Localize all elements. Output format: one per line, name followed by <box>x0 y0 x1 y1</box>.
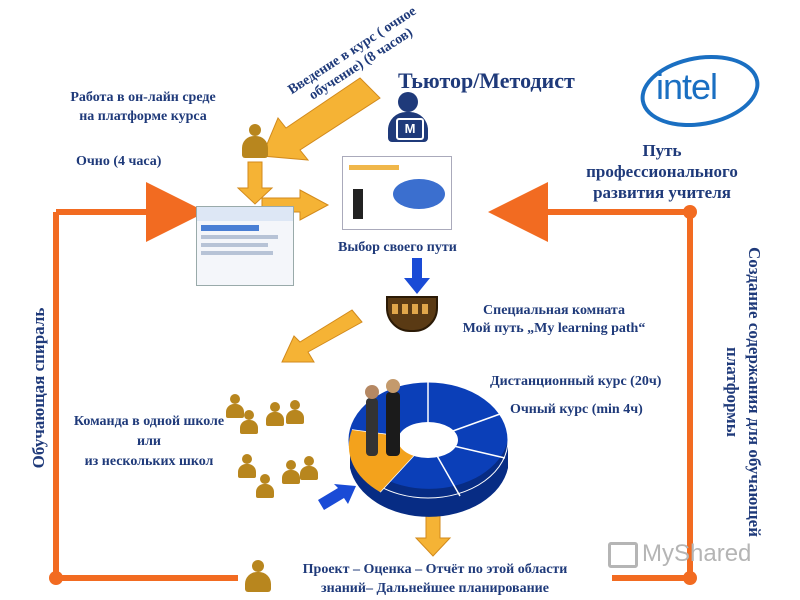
path-line3: развития учителя <box>593 183 731 202</box>
path-line2: профессионального <box>586 162 738 181</box>
choice-slide-image <box>342 156 452 230</box>
learning-spiral-label: Обучающая спираль <box>29 307 48 469</box>
inperson-course-label: Очный курс (min 4ч) <box>510 402 643 417</box>
special-room-line2: Мой путь „My learning path“ <box>462 321 646 336</box>
intel-logo: intel <box>634 46 766 136</box>
watermark-icon <box>608 541 638 568</box>
team-line3: из нескольких школ <box>84 454 214 469</box>
content-creation-label: Создание содержания для обучающей платфо… <box>721 227 765 557</box>
content-creation-line2: платформы <box>723 346 742 438</box>
watermark-text: MyShared <box>642 540 752 567</box>
tutor-badge: М <box>396 118 424 140</box>
tutor-person-icon: М <box>386 92 430 148</box>
team-wheel-arrow <box>318 484 356 510</box>
course-wheel <box>347 379 509 517</box>
team-people-icons <box>226 394 326 500</box>
online-work-line2: на платформе курса <box>79 109 207 124</box>
intel-logo-text: intel <box>656 66 718 107</box>
team-arrow <box>281 309 363 363</box>
choice-label: Выбор своего пути <box>338 240 457 255</box>
project-person-icon <box>244 560 272 594</box>
project-line2: знаний– Дальнейшее планирование <box>321 581 549 596</box>
content-creation-line1: Создание содержания для обучающей <box>745 246 764 537</box>
team-line1: Команда в одной школе <box>73 414 225 429</box>
blue-down-arrow <box>404 258 430 294</box>
tutor-title: Тьютор/Методист <box>398 68 575 93</box>
project-line1: Проект – Оценка – Отчёт по этой области <box>302 562 568 577</box>
project-arrow <box>414 511 452 557</box>
project-label: Проект – Оценка – Отчёт по этой области … <box>270 560 600 598</box>
team-line2: или <box>137 434 161 449</box>
learner-person-icon <box>240 124 270 160</box>
path-line1: Путь <box>642 141 682 160</box>
online-work-label: Работа в он-лайн среде на платформе курс… <box>28 88 258 126</box>
in-person-label: Очно (4 часа) <box>76 154 162 169</box>
right-top-dot <box>683 205 697 219</box>
platform-screenshot <box>196 206 294 286</box>
online-work-line1: Работа в он-лайн среде <box>70 90 216 105</box>
intro-arrow <box>261 77 381 161</box>
team-label: Команда в одной школе или из нескольких … <box>56 412 242 472</box>
path-label: Путь профессионального развития учителя <box>562 140 762 203</box>
special-room-label: Специальная комната Мой путь „My learnin… <box>444 302 664 338</box>
distance-course-label: Дистанционный курс (20ч) <box>490 374 662 389</box>
myshared-watermark: MyShared <box>608 540 751 568</box>
special-room-line1: Специальная комната <box>483 303 625 318</box>
special-room-icon <box>386 296 438 332</box>
down-arrow <box>236 161 274 205</box>
